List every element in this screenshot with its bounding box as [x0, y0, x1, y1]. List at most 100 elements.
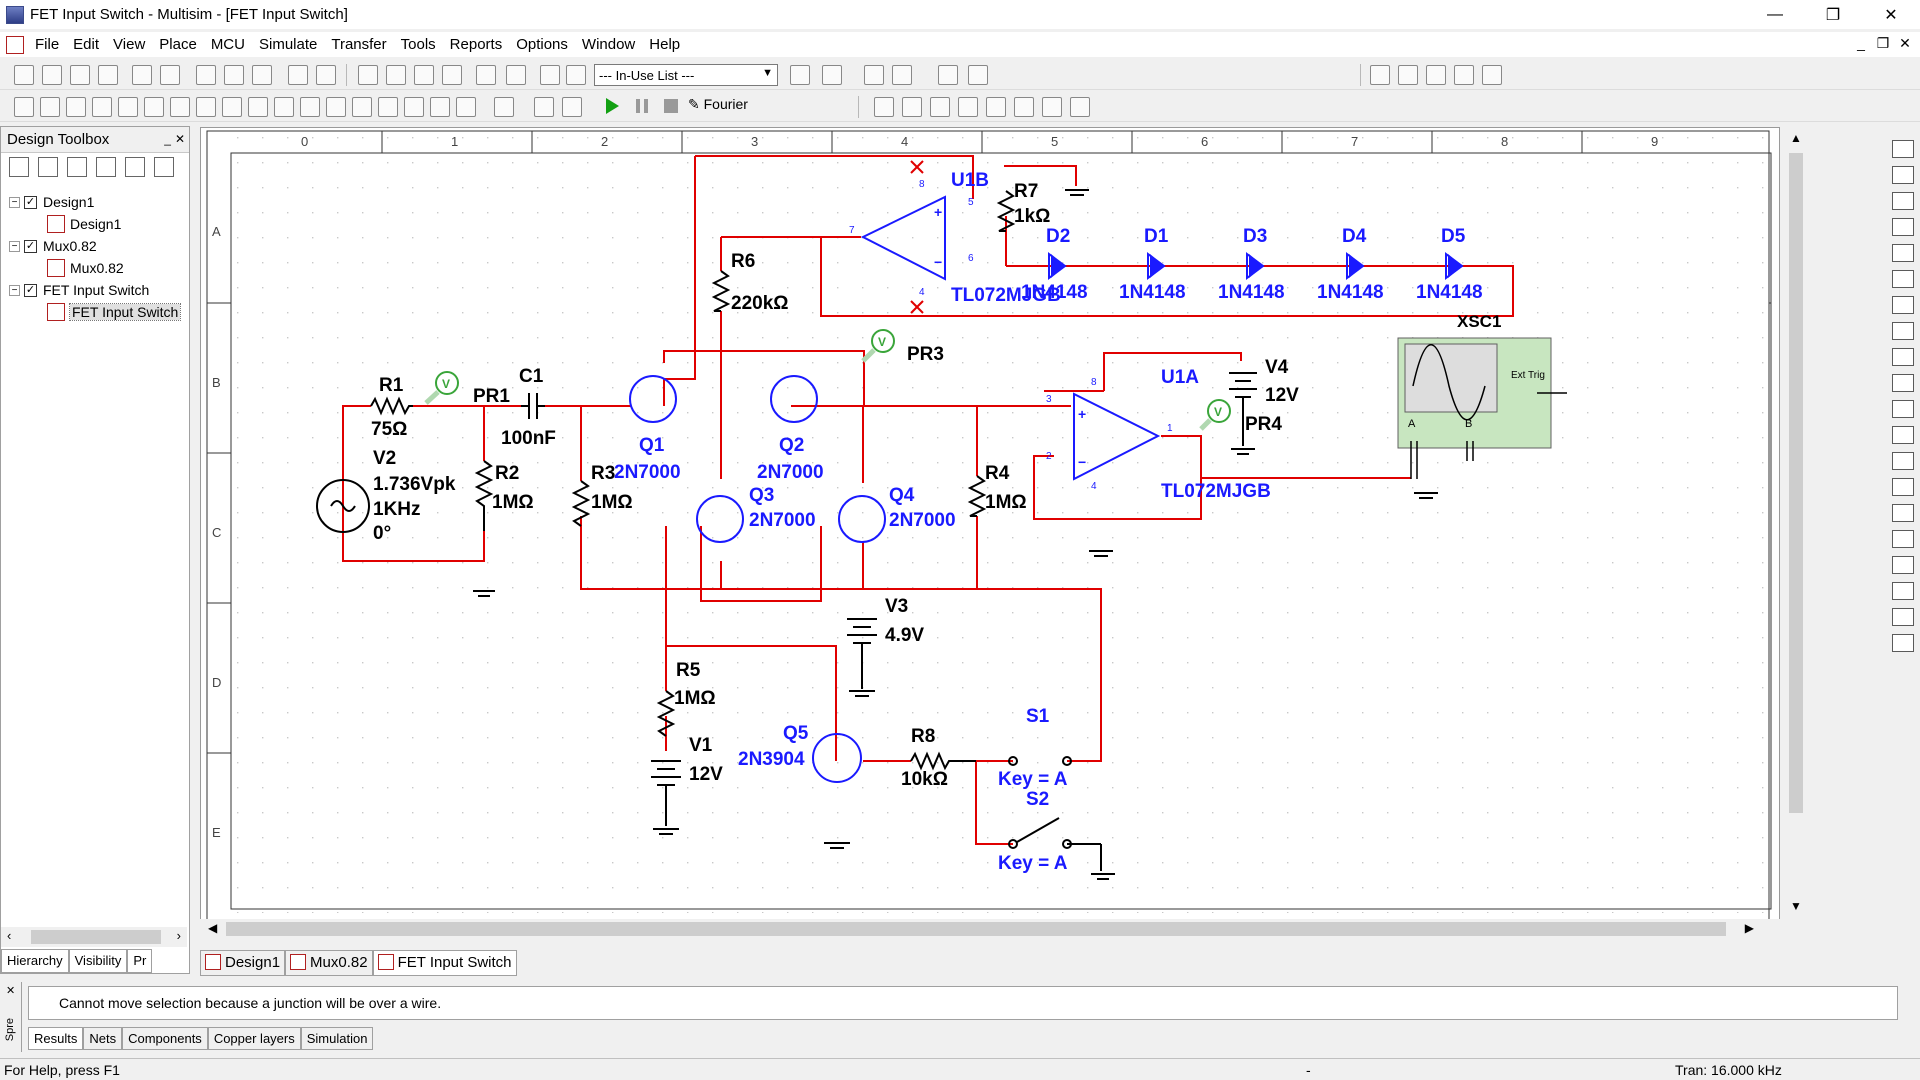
frequency-counter-icon[interactable]	[1892, 296, 1914, 314]
scroll-down-icon[interactable]: ▼	[1790, 899, 1802, 913]
menu-file[interactable]: File	[35, 36, 60, 53]
print-icon[interactable]	[132, 65, 152, 85]
restore-button[interactable]: ❐	[1825, 6, 1841, 24]
tektronix-oscilloscope-icon[interactable]	[1892, 582, 1914, 600]
function-generator-icon[interactable]	[1892, 166, 1914, 184]
logic-converter-icon[interactable]	[1892, 348, 1914, 366]
spectrum-analyzer-icon[interactable]	[1892, 452, 1914, 470]
menu-edit[interactable]: Edit	[73, 36, 100, 53]
network-analyzer-icon[interactable]	[1892, 478, 1914, 496]
back-annotate-icon[interactable]	[566, 65, 586, 85]
minimize-button[interactable]: —	[1767, 5, 1783, 23]
panel-close-icon[interactable]: ✕	[174, 132, 185, 146]
transfer-icon[interactable]	[822, 65, 842, 85]
menu-simulate[interactable]: Simulate	[258, 36, 318, 53]
probe-current-icon[interactable]	[902, 97, 922, 117]
tab-components[interactable]: Components	[122, 1027, 208, 1050]
help-icon[interactable]	[968, 65, 988, 85]
place-hierarchical-block-icon[interactable]	[494, 97, 514, 117]
place-rf-icon[interactable]	[378, 97, 398, 117]
place-mcu-icon[interactable]	[196, 97, 216, 117]
mdi-close-icon[interactable]: ✕	[1899, 34, 1911, 51]
toolbox-horizontal-scrollbar[interactable]: ‹ ›	[1, 927, 187, 947]
place-mixed-icon[interactable]	[274, 97, 294, 117]
checkbox-icon[interactable]: ✓	[24, 239, 37, 253]
mdi-minimize-icon[interactable]: _	[1857, 35, 1865, 51]
place-cmos-icon[interactable]	[170, 97, 190, 117]
zoom-out-icon[interactable]	[1398, 65, 1418, 85]
canvas-vertical-scrollbar[interactable]: ▲ ▼	[1786, 127, 1806, 927]
pause-simulation-icon[interactable]	[636, 99, 648, 113]
properties-icon[interactable]	[154, 157, 174, 177]
tree-item-fet-input-switch-sheet[interactable]: FET Input Switch	[1, 301, 187, 323]
probe-voltage-icon[interactable]	[874, 97, 894, 117]
tab-visibility[interactable]: Visibility	[68, 949, 128, 973]
tab-nets[interactable]: Nets	[83, 1027, 123, 1050]
place-power-icon[interactable]	[326, 97, 346, 117]
menu-mcu[interactable]: MCU	[210, 36, 245, 53]
scroll-right-icon[interactable]: ›	[176, 928, 181, 943]
place-source-icon[interactable]	[14, 97, 34, 117]
menu-options[interactable]: Options	[516, 36, 568, 53]
probe-differential-icon[interactable]	[958, 97, 978, 117]
oscilloscope-xsc1[interactable]: Ext Trig A B	[1397, 337, 1567, 479]
place-ttl-icon[interactable]	[144, 97, 164, 117]
tab-copper-layers[interactable]: Copper layers	[207, 1027, 301, 1050]
spreadsheet-view-icon[interactable]	[386, 65, 406, 85]
agilent-generator-icon[interactable]	[1892, 504, 1914, 522]
run-simulation-icon[interactable]	[606, 98, 619, 114]
labview-instrument-icon[interactable]	[1892, 608, 1914, 626]
scroll-thumb[interactable]	[31, 930, 161, 944]
current-probe-icon[interactable]	[1892, 634, 1914, 652]
tab-simulation[interactable]: Simulation	[300, 1027, 374, 1050]
bode-plotter-icon[interactable]	[1892, 270, 1914, 288]
close-button[interactable]: ✕	[1884, 6, 1898, 24]
voltage-probes[interactable]: V V V	[424, 329, 1231, 431]
vertical-scroll-thumb[interactable]	[1789, 153, 1803, 813]
panel-pin-icon[interactable]: _	[164, 132, 171, 146]
menu-view[interactable]: View	[113, 36, 146, 53]
open-sample-icon[interactable]	[70, 65, 90, 85]
annotate-icon[interactable]	[540, 65, 560, 85]
place-misc-icon[interactable]	[352, 97, 372, 117]
tree-item-design1[interactable]: − ✓ Design1	[1, 191, 187, 213]
scroll-right-icon[interactable]: ▶	[1744, 921, 1754, 935]
save-design-icon[interactable]	[67, 157, 87, 177]
tree-item-mux082-sheet[interactable]: Mux0.82	[1, 257, 187, 279]
probe-voltage-current-icon[interactable]	[1042, 97, 1062, 117]
copy-icon[interactable]	[224, 65, 244, 85]
menu-help[interactable]: Help	[649, 36, 681, 53]
menu-tools[interactable]: Tools	[400, 36, 436, 53]
four-channel-oscilloscope-icon[interactable]	[1892, 244, 1914, 262]
new-design-icon[interactable]	[9, 157, 29, 177]
zoom-sheet-icon[interactable]	[1454, 65, 1474, 85]
agilent-oscilloscope-icon[interactable]	[1892, 556, 1914, 574]
tab-fet-input-switch[interactable]: FET Input Switch	[372, 950, 517, 976]
find-examples-icon[interactable]	[938, 65, 958, 85]
schematic-canvas[interactable]: 0 1 2 3 4 5 6 7 8 9 A B C D E A B C D E	[200, 127, 1780, 927]
undo-icon[interactable]	[288, 65, 308, 85]
menu-place[interactable]: Place	[159, 36, 197, 53]
place-bus-icon[interactable]	[534, 97, 554, 117]
canvas-horizontal-scrollbar[interactable]: ◀ ▶	[200, 919, 1780, 939]
in-use-list-dropdown[interactable]: --- In-Use List --- ▼	[594, 64, 778, 86]
close-icon[interactable]: ✕	[6, 985, 16, 997]
scroll-left-icon[interactable]: ‹	[7, 928, 12, 943]
zoom-in-icon[interactable]	[1370, 65, 1390, 85]
stop-simulation-icon[interactable]	[664, 99, 678, 113]
place-misc-digital-icon[interactable]	[248, 97, 268, 117]
collapse-icon[interactable]: −	[9, 240, 20, 252]
database-manager-icon[interactable]	[476, 65, 496, 85]
new-file-icon[interactable]	[14, 65, 34, 85]
iv-analyzer-icon[interactable]	[1892, 400, 1914, 418]
tab-results[interactable]: Results	[28, 1027, 84, 1050]
place-junction-icon[interactable]	[562, 97, 582, 117]
oscilloscope-icon[interactable]	[1892, 218, 1914, 236]
probe-digital-icon[interactable]	[1014, 97, 1034, 117]
zoom-area-icon[interactable]	[1426, 65, 1446, 85]
back-annotate-ultiboard-icon[interactable]	[864, 65, 884, 85]
place-transistor-icon[interactable]	[92, 97, 112, 117]
redo-icon[interactable]	[316, 65, 336, 85]
place-basic-icon[interactable]	[40, 97, 60, 117]
zoom-full-icon[interactable]	[1482, 65, 1502, 85]
